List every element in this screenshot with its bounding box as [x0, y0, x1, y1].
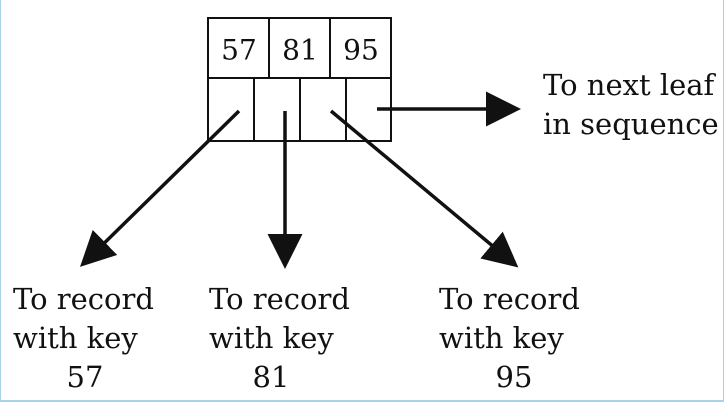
record-label-57-line-1: To record [13, 282, 154, 316]
record-pointer-57-arrow [80, 109, 241, 267]
record-label-81-key: 81 [253, 360, 290, 394]
record-label-95-line-2: with key [439, 321, 564, 355]
record-label-81-line-2: with key [209, 321, 334, 355]
key-57: 57 [221, 34, 257, 67]
record-label-95: To record with key 95 [439, 282, 580, 394]
record-label-81-line-1: To record [209, 282, 350, 316]
key-95: 95 [343, 34, 379, 67]
next-leaf-line-2: in sequence [543, 107, 719, 141]
record-label-57: To record with key 57 [13, 282, 154, 394]
next-leaf-note: To next leaf in sequence [543, 68, 719, 141]
record-label-57-key: 57 [67, 360, 104, 394]
record-label-95-line-1: To record [439, 282, 580, 316]
record-label-57-line-2: with key [13, 321, 138, 355]
leaf-node: 57 81 95 [207, 17, 392, 142]
key-81: 81 [282, 34, 318, 67]
record-label-95-key: 95 [496, 360, 533, 394]
next-leaf-line-1: To next leaf [543, 68, 717, 102]
pointer-arrows [80, 91, 521, 269]
record-pointer-95-arrow [329, 109, 519, 268]
record-label-81: To record with key 81 [209, 282, 350, 394]
